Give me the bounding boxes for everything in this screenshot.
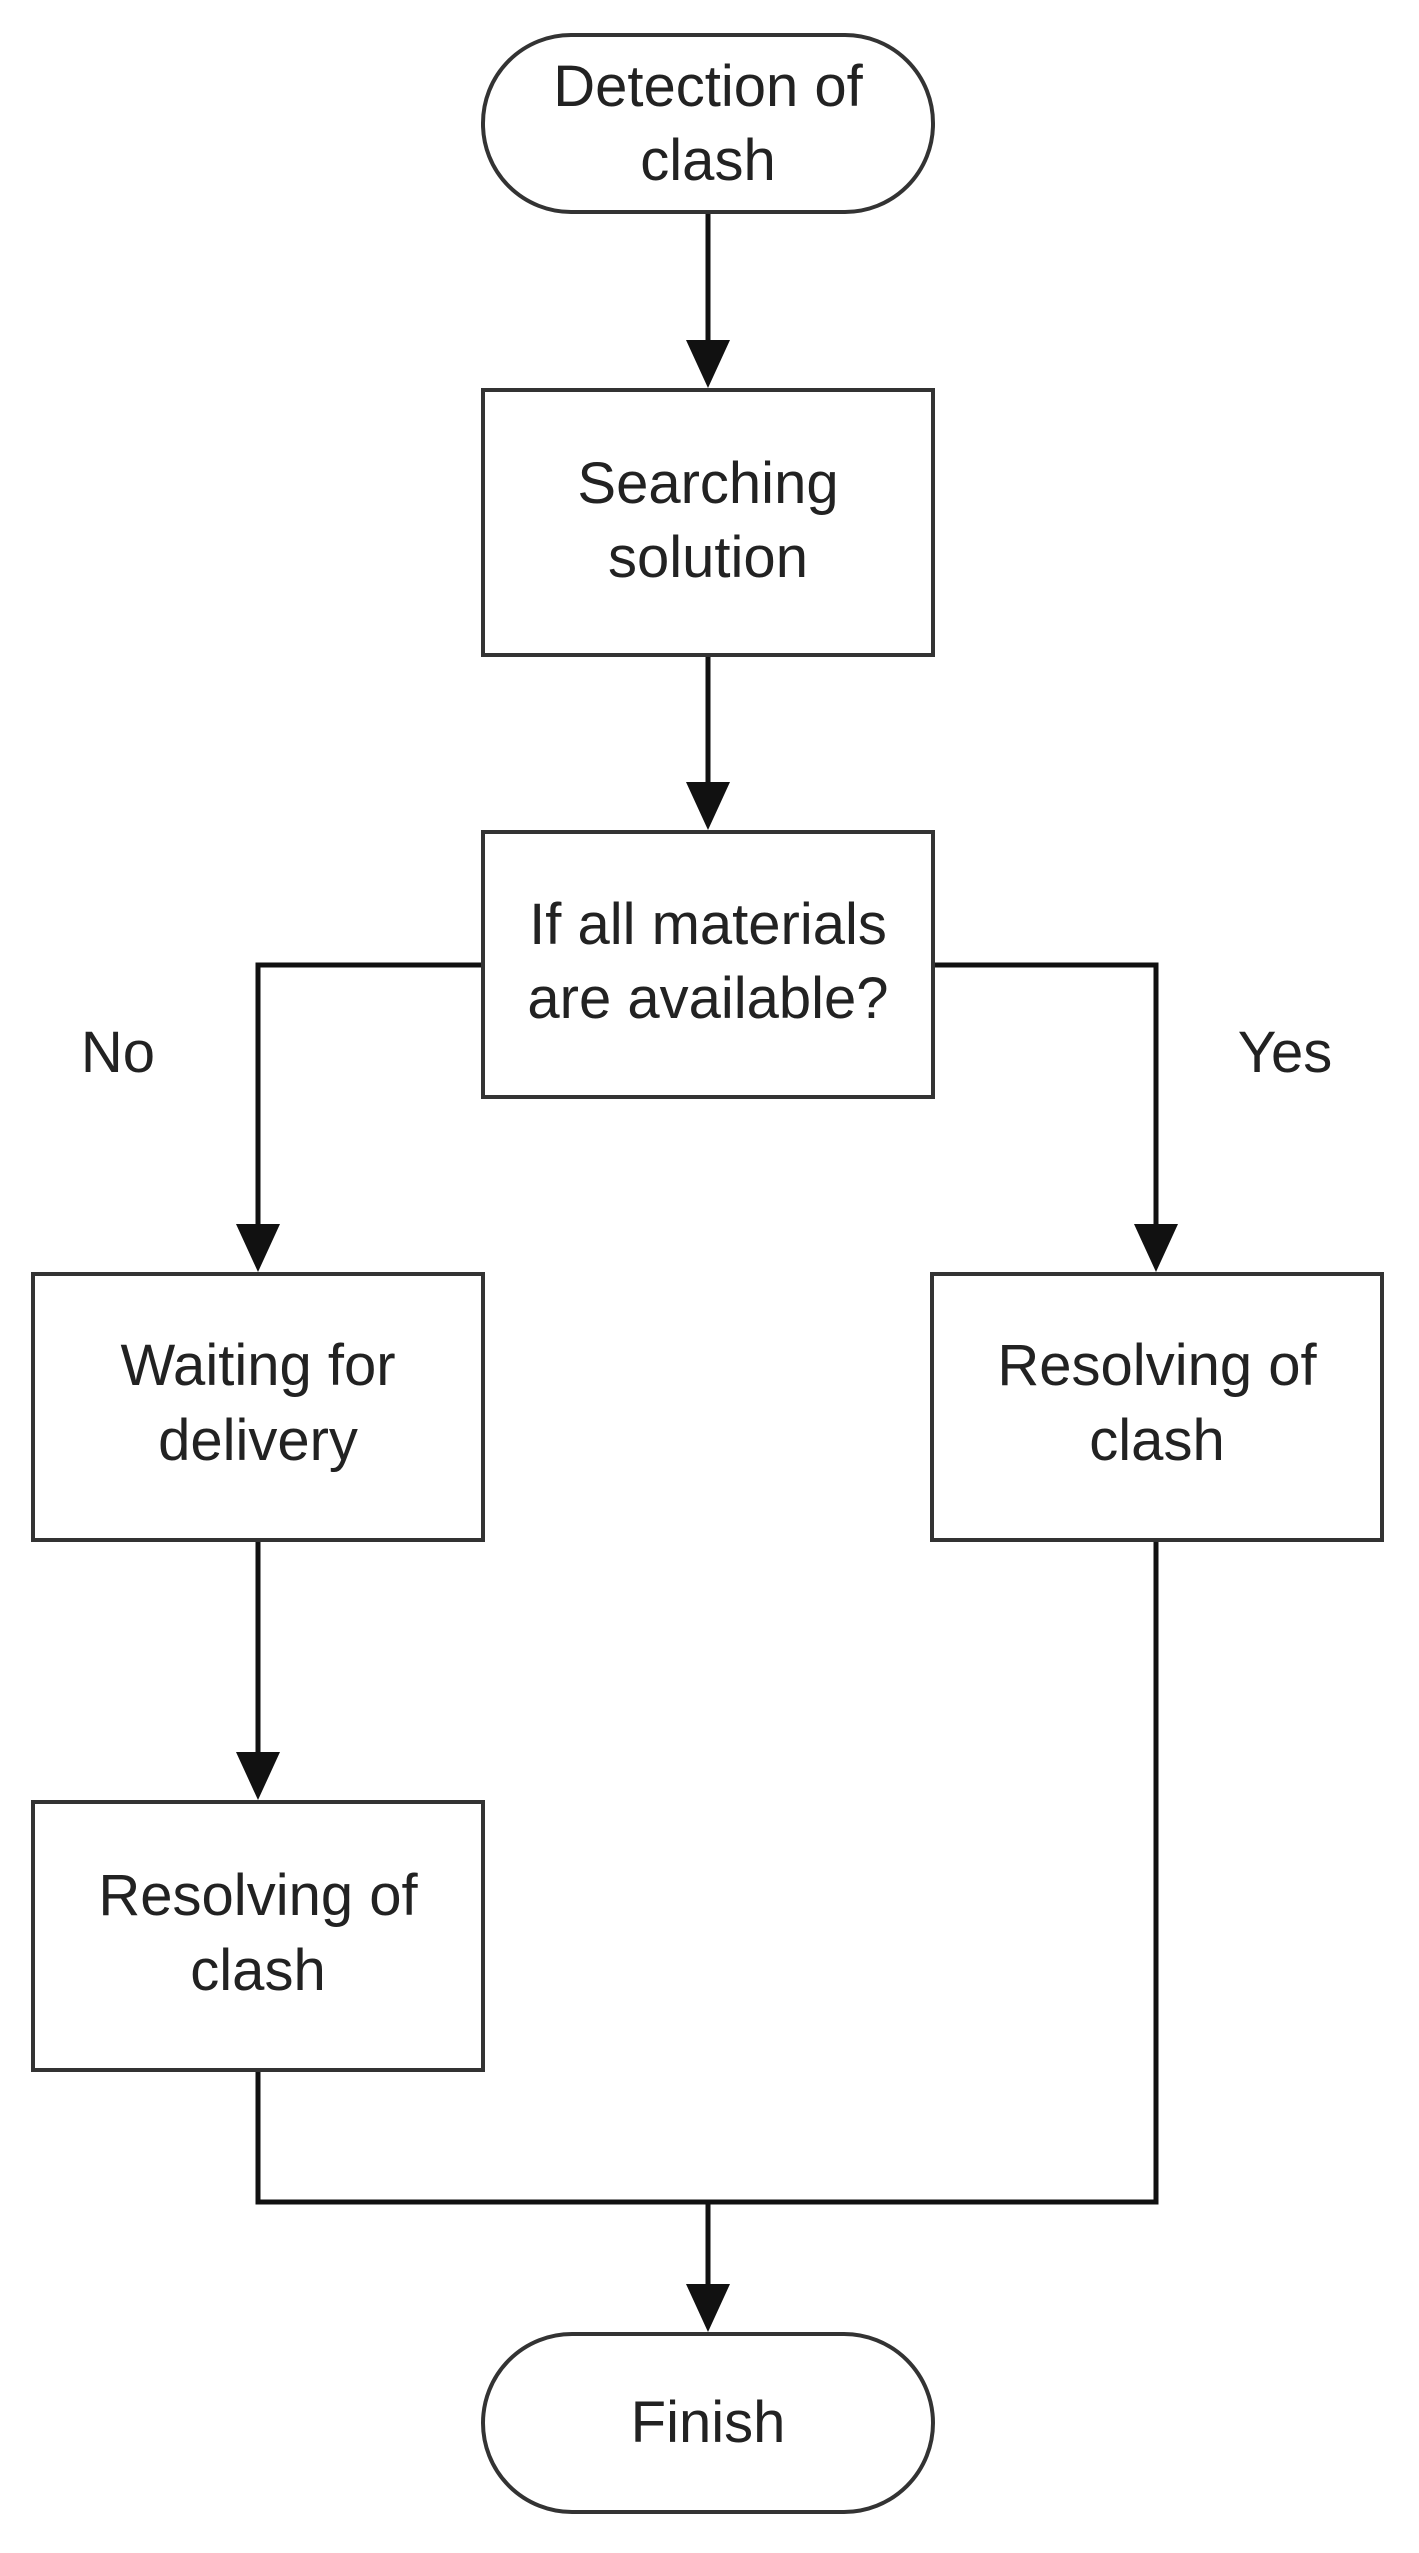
resolve-yes-label-line-2: clash xyxy=(1089,1408,1224,1473)
check-process-box xyxy=(481,830,935,1099)
search-label-line-1: Searching xyxy=(577,451,838,516)
arrow-head-resolve-no xyxy=(236,1752,280,1800)
resolve-yes-process-box xyxy=(930,1272,1384,1542)
waiting-label-line-2: delivery xyxy=(158,1408,358,1473)
node-start: Detection of clash xyxy=(481,33,935,214)
arrow-head-waiting xyxy=(236,1224,280,1272)
edge-check-to-resolve-yes xyxy=(932,962,1159,1232)
start-label-line-2: clash xyxy=(640,128,775,193)
edge-resolve-yes-to-merge xyxy=(708,1540,1159,2205)
arrow-head-finish xyxy=(686,2284,730,2332)
edge-resolve-no-to-merge xyxy=(255,2070,708,2205)
arrow-head-search xyxy=(686,340,730,388)
edges xyxy=(236,212,1178,2332)
finish-terminator-shape xyxy=(481,2332,935,2514)
branch-label-no: No xyxy=(81,1020,155,1085)
node-resolve-no: Resolving of clash xyxy=(31,1800,485,2072)
edge-check-to-waiting xyxy=(255,962,483,1232)
node-check: If all materials are available? xyxy=(481,830,935,1099)
start-label-line-1: Detection of xyxy=(553,54,863,119)
waiting-label-line-1: Waiting for xyxy=(120,1333,395,1398)
resolve-yes-label-line-1: Resolving of xyxy=(997,1333,1317,1398)
node-search: Searching solution xyxy=(481,388,935,657)
search-label-line-2: solution xyxy=(608,525,808,590)
resolve-no-label-line-1: Resolving of xyxy=(98,1863,418,1928)
node-resolve-yes: Resolving of clash xyxy=(930,1272,1384,1542)
resolve-no-label-line-2: clash xyxy=(190,1938,325,2003)
check-label-line-2: are available? xyxy=(527,966,888,1031)
arrow-head-resolve-yes xyxy=(1134,1224,1178,1272)
node-waiting: Waiting for delivery xyxy=(31,1272,485,1542)
finish-label: Finish xyxy=(631,2390,786,2455)
node-finish: Finish xyxy=(481,2332,935,2514)
branch-label-yes: Yes xyxy=(1238,1020,1333,1085)
start-terminator-shape xyxy=(481,33,935,214)
check-label-line-1: If all materials xyxy=(529,892,887,957)
search-process-box xyxy=(481,388,935,657)
resolve-no-process-box xyxy=(31,1800,485,2072)
waiting-process-box xyxy=(31,1272,485,1542)
arrow-head-check xyxy=(686,782,730,830)
